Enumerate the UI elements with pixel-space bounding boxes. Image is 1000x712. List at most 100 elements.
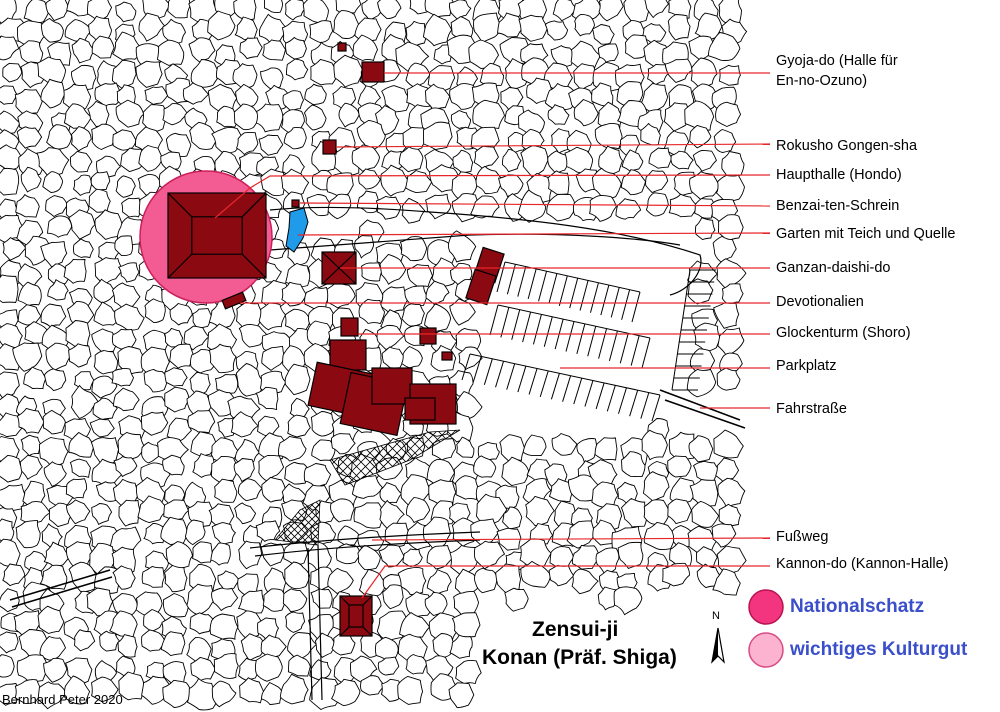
tree-crown (15, 193, 40, 218)
tree-crown (70, 126, 92, 152)
tree-crown (73, 629, 96, 652)
tree-crown (208, 343, 237, 374)
tree-crown (207, 10, 236, 41)
tree-crown (356, 190, 380, 214)
tree-crown (114, 303, 145, 331)
label-garten: Garten mit Teich und Quelle (776, 226, 956, 242)
tree-crown (718, 503, 742, 527)
tree-crown (571, 544, 601, 570)
tree-crown (641, 429, 668, 461)
tree-crown (304, 83, 327, 106)
tree-crown (686, 368, 717, 398)
tree-crown (721, 283, 744, 305)
tree-crown (190, 431, 218, 457)
tree-crown (15, 520, 41, 549)
tree-crown (118, 671, 145, 701)
tree-crown (162, 593, 189, 618)
tree-crown (384, 522, 411, 548)
tree-crown (473, 12, 502, 44)
tree-crown (310, 588, 333, 609)
tree-crown (20, 501, 51, 525)
tree-crown (404, 285, 428, 307)
tree-crown (424, 303, 452, 333)
tree-crown (160, 151, 182, 172)
tree-crown (16, 407, 45, 434)
tree-crown (431, 438, 456, 461)
tree-crown (495, 563, 522, 594)
tree-crown (258, 134, 284, 156)
tree-crown (0, 682, 22, 706)
tree-crown (284, 561, 310, 590)
tree-crown (214, 478, 238, 503)
tree-crown (94, 209, 123, 240)
tree-crown (382, 584, 404, 610)
tree-crown (357, 544, 381, 571)
tree-crown (712, 235, 737, 264)
tree-crown (238, 478, 263, 502)
tree-crown (192, 541, 213, 564)
tree-crown (327, 567, 354, 595)
tree-crown (144, 86, 169, 105)
tree-crown (285, 58, 309, 81)
tree-crown (233, 458, 255, 483)
tree-crown (424, 0, 455, 18)
tree-crown (141, 565, 165, 588)
tree-crown (39, 635, 67, 661)
label-parkplatz: Parkplatz (776, 358, 837, 374)
tree-crown (115, 99, 145, 128)
tree-crown (111, 546, 136, 575)
tree-crown (303, 104, 327, 131)
tree-crown (333, 54, 365, 88)
tree-crown (71, 37, 95, 64)
label-devotionalien: Devotionalien (776, 294, 864, 310)
tree-crown (232, 63, 258, 89)
tree-crown (405, 654, 428, 675)
tree-crown (87, 100, 110, 128)
tree-crown (42, 171, 64, 193)
tree-crown (402, 548, 423, 568)
tree-crown (117, 346, 147, 376)
leader-line (297, 232, 771, 236)
tree-crown (137, 495, 170, 524)
tree-crown (73, 371, 95, 391)
north-arrow-icon (711, 627, 725, 664)
tree-crown (17, 281, 42, 307)
tree-crown (284, 611, 306, 633)
tree-crown (0, 538, 21, 567)
label-glockenturm: Glockenturm (Shoro) (776, 325, 911, 341)
tree-crown (70, 384, 99, 420)
tree-crown (217, 570, 240, 593)
tree-crown (72, 174, 92, 196)
north-label: N (712, 610, 720, 622)
tree-crown (615, 198, 642, 220)
tree-crown (475, 165, 504, 195)
tree-crown (38, 437, 69, 467)
tree-crown (255, 520, 281, 543)
tree-crown (455, 659, 482, 685)
tree-crown (713, 129, 737, 153)
tree-crown (0, 631, 19, 654)
tree-crown (713, 429, 744, 459)
tree-crown (283, 541, 309, 565)
tree-crown (234, 16, 258, 41)
tree-crown (694, 198, 717, 219)
tree-crown (550, 45, 576, 70)
tree-crown (501, 456, 529, 486)
tree-crown (216, 105, 240, 128)
tree-crown (522, 434, 547, 457)
label-rokusho: Rokusho Gongen-sha (776, 138, 918, 154)
tree-crown (589, 194, 617, 222)
tree-crown (692, 149, 717, 172)
tree-crown (449, 544, 478, 576)
tree-crown (594, 437, 618, 461)
tree-crown (263, 0, 284, 13)
tree-crown (684, 100, 715, 131)
kannon-do-building (339, 595, 373, 637)
tree-crown (717, 327, 745, 356)
tree-crown (285, 262, 312, 288)
tree-crown (117, 262, 140, 283)
tree-crown (501, 148, 522, 173)
tree-crown (284, 363, 311, 396)
tree-crown (112, 387, 140, 412)
tree-crown (310, 58, 340, 86)
